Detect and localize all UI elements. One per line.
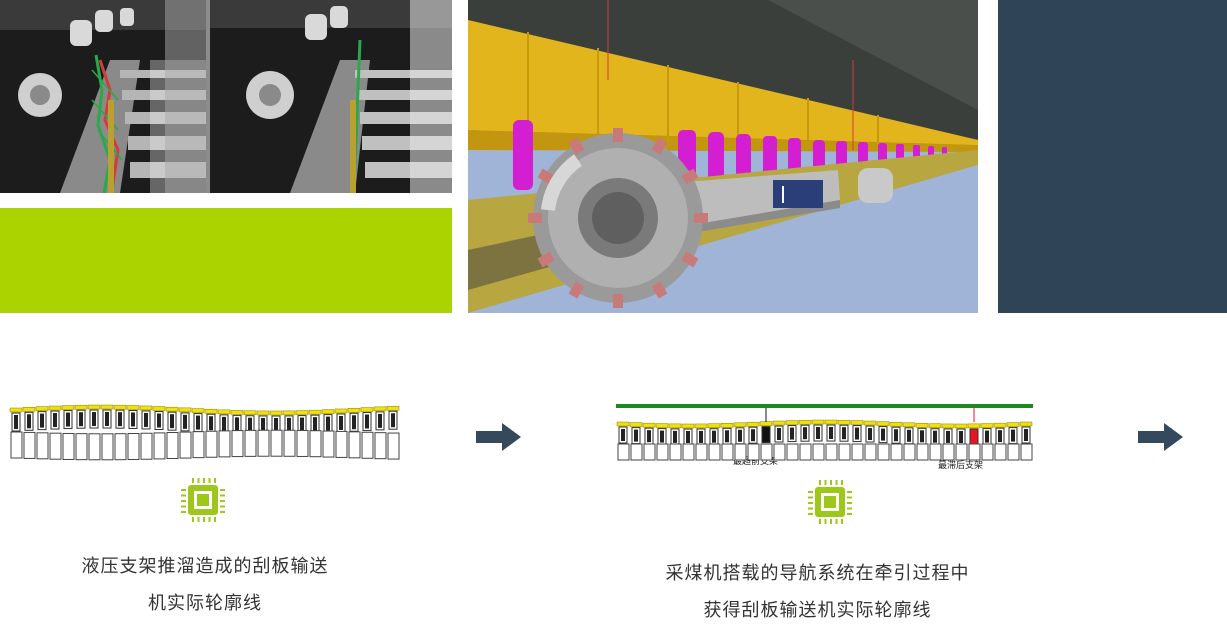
arrow-right-icon [476,423,521,451]
simulation-screenshot-left [0,0,452,193]
simulation-panel-a [0,0,206,193]
conveyor-profile-diagram-2: 最超前支架 最滞后支架 [616,404,1033,470]
panel-divider [206,0,210,193]
slate-color-panel [998,0,1227,313]
lime-color-block [0,208,452,313]
step2-caption-line2: 获得刮板输送机实际轮廓线 [703,600,932,621]
step1-caption-line2: 机实际轮廓线 [148,593,262,614]
simulation-panel-b [210,0,452,193]
conveyor-profile-diagram-1 [9,404,400,461]
most-lagging-support-label: 最滞后支架 [938,459,983,470]
chip-icon [181,478,225,522]
arrow-right-icon [1138,423,1183,451]
step1-caption-line1: 液压支架推溜造成的刮板输送 [81,556,329,577]
step2-caption-line1: 采煤机搭载的导航系统在牵引过程中 [665,563,970,584]
chip-icon [808,480,852,524]
shearer-3d-render [468,0,978,313]
